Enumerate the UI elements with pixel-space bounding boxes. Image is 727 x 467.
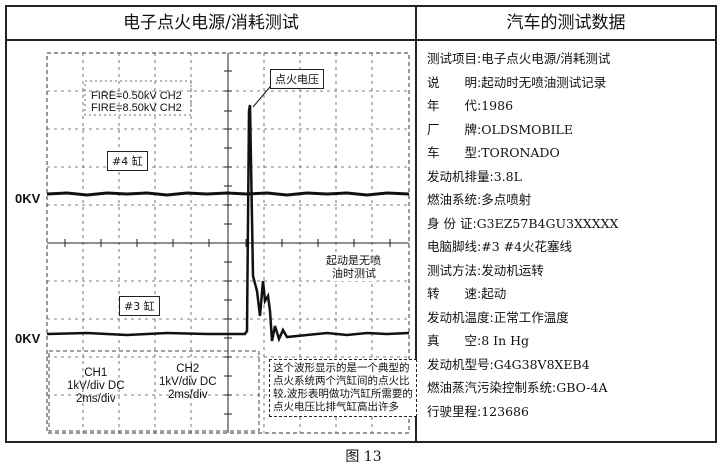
data-row: 燃油系统:多点喷射 bbox=[427, 192, 532, 207]
fire-label-1: FIRE=0.50kV CH2 bbox=[91, 90, 182, 102]
data-title: 汽车的测试数据 bbox=[506, 13, 626, 33]
start-note-line-2: 油时测试 bbox=[331, 267, 377, 281]
figure-frame: 电子点火电源/消耗测试 汽车的测试数据 bbox=[5, 5, 717, 443]
cylinder-4-trace bbox=[46, 191, 410, 197]
data-row: 测试项目:电子点火电源/消耗测试 bbox=[427, 51, 611, 66]
ignition-voltage-callout: 点火电压 bbox=[270, 69, 324, 89]
ch1-settings: CH1 1kV/div DC 2ms/div bbox=[67, 367, 125, 406]
data-row: 车 型:TORONADO bbox=[427, 145, 560, 160]
ch2-settings: CH2 1kV/div DC 2ms/div bbox=[159, 363, 217, 402]
data-row: 转 速:起动 bbox=[427, 286, 507, 301]
cylinder-3-callout: #3 缸 bbox=[119, 296, 160, 316]
figure-caption: 图 13 bbox=[345, 449, 382, 465]
ch2-name: CH2 bbox=[176, 363, 200, 375]
column-divider bbox=[415, 41, 417, 441]
cylinder-4-callout: #4 缸 bbox=[107, 151, 148, 171]
zero-kv-label-top: 0KV bbox=[15, 191, 41, 206]
data-row: 燃油蒸汽污染控制系统:GBO-4A bbox=[427, 380, 608, 395]
scope-title: 电子点火电源/消耗测试 bbox=[7, 7, 417, 39]
test-data-list: 测试项目:电子点火电源/消耗测试 说 明:起动时无喷油测试记录 年 代:1986… bbox=[427, 47, 717, 423]
data-row: 真 空:8 In Hg bbox=[427, 333, 530, 348]
zero-kv-label-bottom: 0KV bbox=[15, 331, 41, 346]
data-row: 说 明:起动时无喷油测试记录 bbox=[427, 74, 607, 90]
data-row: 发动机温度:正常工作温度 bbox=[427, 309, 569, 325]
oscilloscope-screen: FIRE=0.50kV CH2 FIRE=8.50kV CH2 点火电压 #4 … bbox=[7, 41, 417, 443]
cylinder-3-trace bbox=[46, 104, 410, 343]
data-row: 电脑脚线:#3 #4火花塞线 bbox=[427, 239, 573, 254]
ch1-scale: 1kV/div DC bbox=[67, 380, 125, 392]
data-row: 测试方法:发动机运转 bbox=[427, 262, 544, 278]
data-row: 发动机排量:3.8L bbox=[427, 168, 522, 184]
ch2-time: 2ms/div bbox=[167, 389, 208, 401]
fire-label-2: FIRE=8.50kV CH2 bbox=[91, 102, 182, 114]
data-row: 厂 牌:OLDSMOBILE bbox=[427, 121, 573, 137]
data-row: 行驶里程:123686 bbox=[427, 403, 529, 419]
data-row: 年 代:1986 bbox=[427, 98, 514, 113]
waveform-note: 这个波形显示的是一个典型的点火系统两个汽缸间的点火比较,波形表明做功汽缸所需要的… bbox=[269, 359, 417, 417]
data-row: 身 份 证:G3EZ57B4GU3XXXXX bbox=[427, 215, 619, 231]
start-note-line-1: 起动是无喷 bbox=[325, 254, 382, 268]
ch2-scale: 1kV/div DC bbox=[159, 376, 217, 388]
header-row: 电子点火电源/消耗测试 汽车的测试数据 bbox=[7, 7, 715, 41]
ch1-name: CH1 bbox=[84, 367, 108, 379]
ch1-time: 2ms/div bbox=[75, 393, 116, 405]
data-row: 发动机型号:G4G38V8XEB4 bbox=[427, 356, 590, 372]
